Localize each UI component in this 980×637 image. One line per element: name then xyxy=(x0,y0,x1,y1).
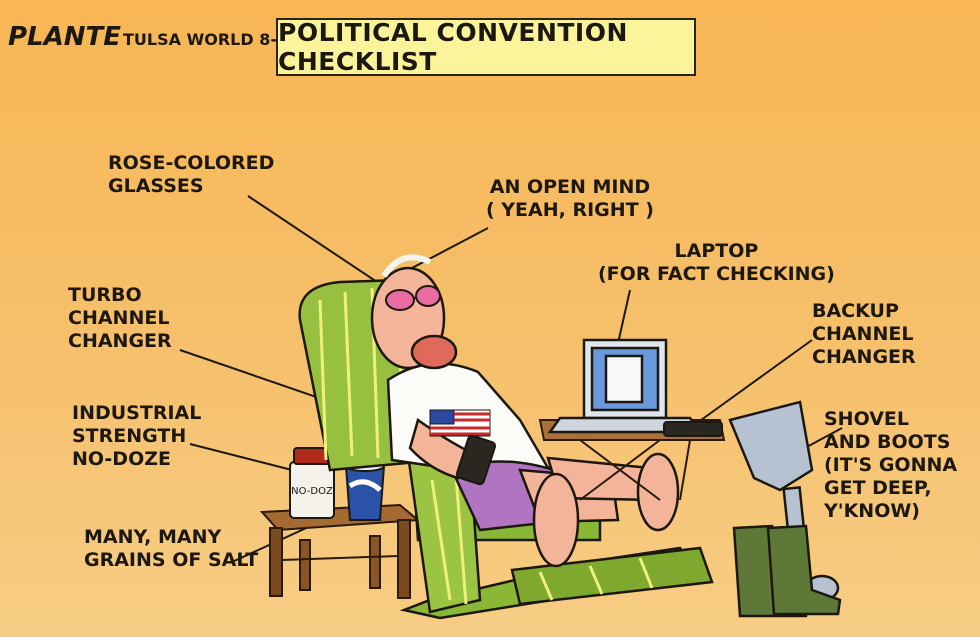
cartoon-title: POLITICAL CONVENTION CHECKLIST xyxy=(276,18,696,76)
label-shovel-and-boots: SHOVEL AND BOOTS (IT'S GONNA GET DEEP, Y… xyxy=(824,408,958,522)
callout-line-nodoze xyxy=(189,443,293,471)
rose-glasses xyxy=(385,285,441,311)
label-laptop: LAPTOP (FOR FACT CHECKING) xyxy=(598,240,835,285)
artist-name: PLANTE xyxy=(8,22,122,52)
callout-line-backup xyxy=(689,339,813,429)
label-grains-of-salt: MANY, MANY GRAINS OF SALT xyxy=(84,526,259,571)
boots xyxy=(732,524,842,618)
label-turbo-channel-changer: TURBO CHANNEL CHANGER xyxy=(68,284,172,352)
bottle-label: NO-DOZ xyxy=(291,486,333,497)
turbo-remote xyxy=(455,434,497,486)
backup-remote xyxy=(663,421,723,437)
label-open-mind: AN OPEN MIND ( YEAH, RIGHT ) xyxy=(486,176,654,221)
callout-line-glasses xyxy=(247,195,399,297)
label-industrial-no-doze: INDUSTRIAL STRENGTH NO-DOZE xyxy=(72,402,202,470)
laptop-computer xyxy=(547,338,703,434)
label-rose-colored-glasses: ROSE-COLORED GLASSES xyxy=(108,152,275,197)
side-table xyxy=(259,503,421,599)
label-backup-channel-changer: BACKUP CHANNEL CHANGER xyxy=(812,300,916,368)
flag-shirt-print xyxy=(429,409,491,437)
